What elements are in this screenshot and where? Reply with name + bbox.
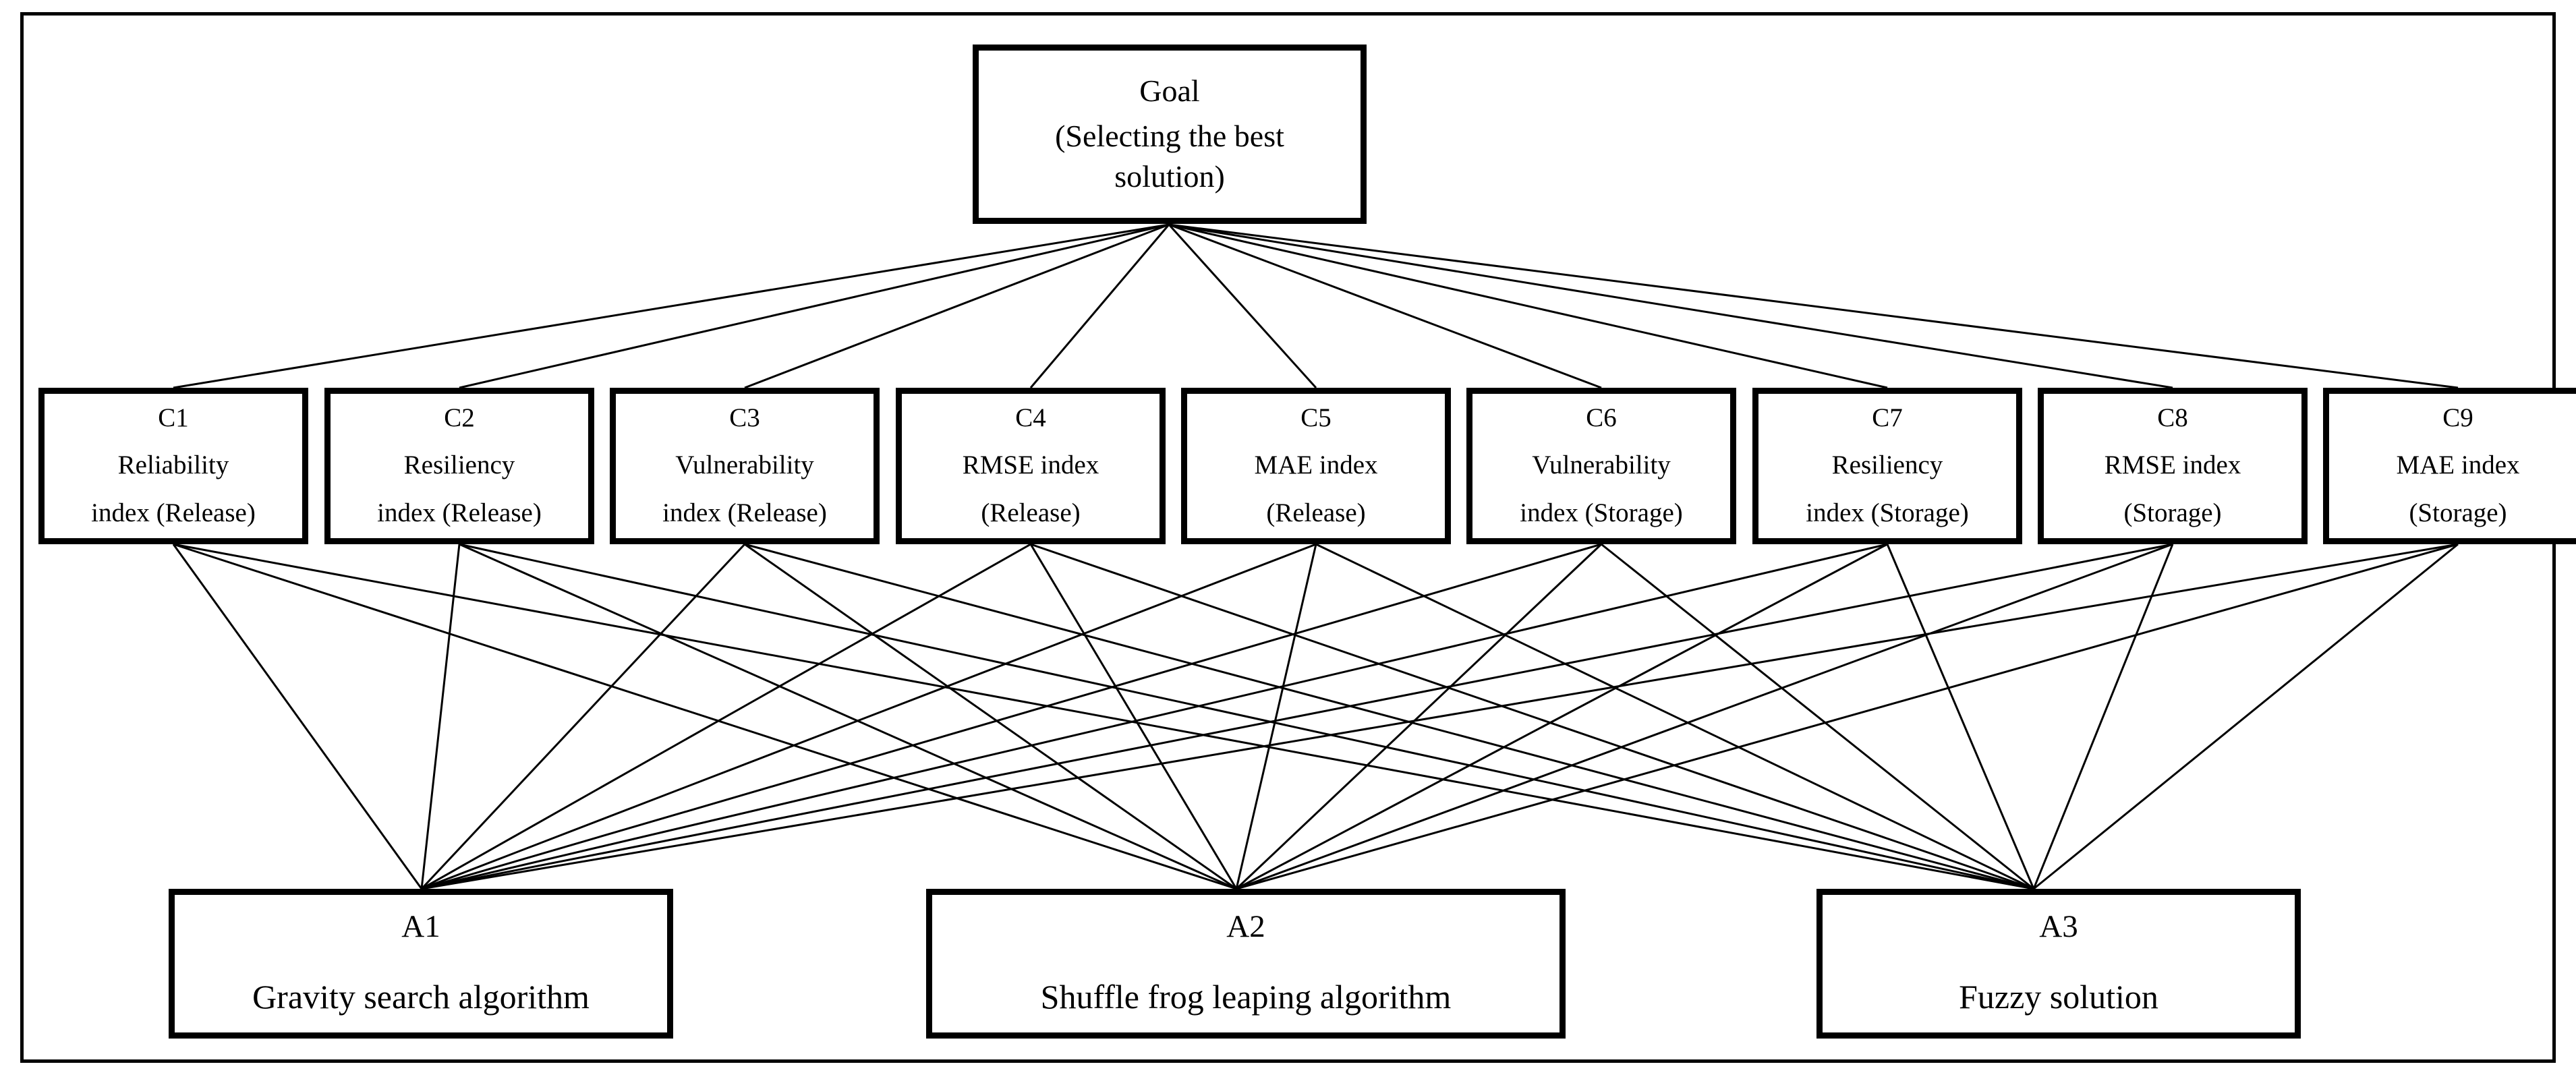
- criterion-scope: index (Storage): [1806, 498, 1969, 527]
- goal-node[interactable]: Goal (Selecting the best solution): [973, 45, 1367, 224]
- criterion-code: C9: [2442, 403, 2473, 432]
- criterion-scope: (Storage): [2123, 498, 2222, 527]
- alternative-node-a2[interactable]: A2 Shuffle frog leaping algorithm: [926, 889, 1566, 1039]
- criterion-name: Vulnerability: [1532, 450, 1671, 480]
- alternative-node-a3[interactable]: A3 Fuzzy solution: [1816, 889, 2301, 1039]
- alternative-code: A2: [1226, 909, 1265, 944]
- criterion-scope: index (Release): [91, 498, 256, 527]
- alternative-name: Gravity search algorithm: [252, 978, 590, 1016]
- criterion-node-c8[interactable]: C8 RMSE index (Storage): [2038, 388, 2308, 544]
- alternative-code: A3: [2039, 909, 2078, 944]
- criterion-scope: (Storage): [2409, 498, 2507, 527]
- criterion-node-c1[interactable]: C1 Reliability index (Release): [38, 388, 308, 544]
- criterion-name: RMSE index: [2104, 450, 2241, 480]
- criterion-code: C2: [444, 403, 475, 432]
- criterion-code: C4: [1015, 403, 1046, 432]
- criterion-node-c5[interactable]: C5 MAE index (Release): [1181, 388, 1451, 544]
- goal-label-line-1: Goal: [1139, 73, 1200, 108]
- criterion-code: C8: [2157, 403, 2188, 432]
- criterion-name: Resiliency: [1831, 450, 1943, 480]
- criterion-scope: index (Storage): [1520, 498, 1683, 527]
- criterion-name: Resiliency: [403, 450, 515, 480]
- criterion-node-c6[interactable]: C6 Vulnerability index (Storage): [1466, 388, 1736, 544]
- criterion-code: C7: [1872, 403, 1903, 432]
- criterion-scope: (Release): [981, 498, 1081, 527]
- criterion-scope: index (Release): [377, 498, 542, 527]
- alternative-code: A1: [401, 909, 440, 944]
- criterion-scope: index (Release): [662, 498, 827, 527]
- criterion-code: C6: [1586, 403, 1617, 432]
- criterion-name: RMSE index: [962, 450, 1099, 480]
- alternative-name: Fuzzy solution: [1959, 978, 2158, 1016]
- alternative-node-a1[interactable]: A1 Gravity search algorithm: [169, 889, 673, 1039]
- criterion-name: MAE index: [2396, 450, 2520, 480]
- criterion-code: C5: [1300, 403, 1332, 432]
- criterion-name: Reliability: [117, 450, 229, 480]
- criterion-node-c3[interactable]: C3 Vulnerability index (Release): [610, 388, 880, 544]
- criterion-name: Vulnerability: [675, 450, 814, 480]
- criterion-name: MAE index: [1254, 450, 1378, 480]
- goal-label-line-2: (Selecting the best: [1055, 118, 1284, 153]
- criterion-node-c9[interactable]: C9 MAE index (Storage): [2323, 388, 2576, 544]
- criterion-scope: (Release): [1266, 498, 1366, 527]
- goal-label-line-3: solution): [1114, 159, 1225, 194]
- criterion-node-c4[interactable]: C4 RMSE index (Release): [896, 388, 1166, 544]
- criterion-node-c7[interactable]: C7 Resiliency index (Storage): [1752, 388, 2022, 544]
- criterion-code: C1: [158, 403, 189, 432]
- criterion-node-c2[interactable]: C2 Resiliency index (Release): [324, 388, 594, 544]
- alternative-name: Shuffle frog leaping algorithm: [1040, 978, 1452, 1016]
- criterion-code: C3: [729, 403, 760, 432]
